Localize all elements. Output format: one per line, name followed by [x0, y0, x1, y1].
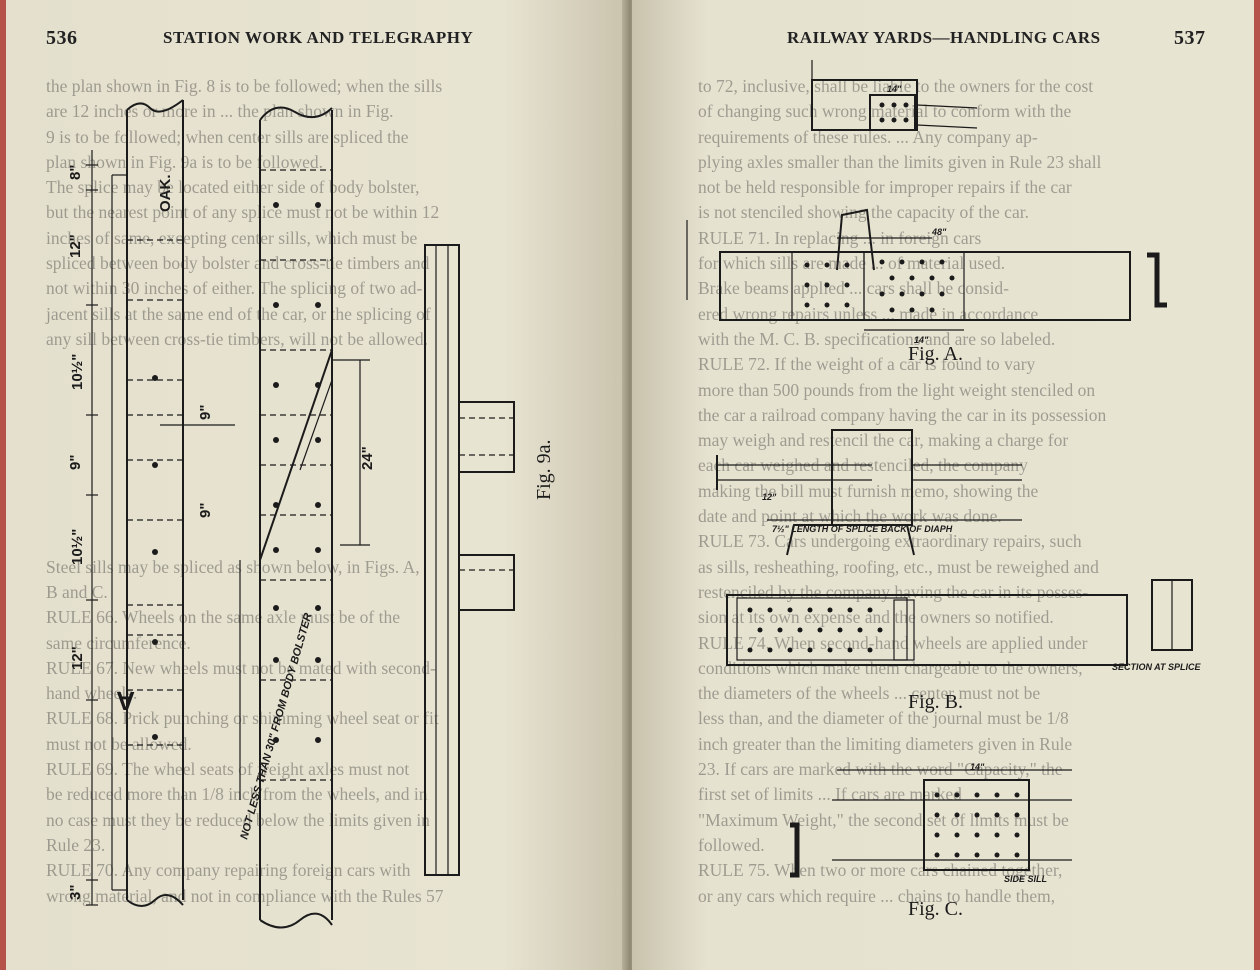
bleed-line: ered wrong repairs unless ... made in ac… — [698, 303, 1039, 324]
bleed-line: conditions which make them chargeable to… — [698, 657, 1083, 678]
bleed-line: RULE 70. Any company repairing foreign c… — [46, 860, 411, 881]
fig-a-caption: Fig. A. — [908, 343, 963, 365]
figs-abc-drawing: 14" 48" 14" Fig. A. — [686, 60, 1202, 920]
bleed-line: as sills, resheathing, roofing, etc., mu… — [698, 556, 1099, 577]
bleed-line: RULE 75. When two or more cars chained t… — [698, 860, 1063, 881]
bleed-line: is not stenciled showing the capacity of… — [698, 202, 1029, 223]
bleed-line: sion at its own expense and the owners s… — [698, 607, 1054, 628]
bleed-line: RULE 69. The wheel seats of freight axle… — [46, 759, 410, 780]
fig-a-dim-14b: 14" — [914, 335, 929, 345]
timber-b: 24" NOT LESS THAN 30" FROM BODY BOLSTER — [238, 106, 376, 929]
dim-9b: 9" — [197, 405, 214, 420]
bleed-line: RULE 73. Cars undergoing extraordinary r… — [698, 531, 1082, 552]
bleed-line: of changing such wrong material to confo… — [698, 101, 1072, 122]
end-view — [424, 244, 515, 876]
right-page-number: 537 — [1174, 27, 1206, 49]
note-30-inches: NOT LESS THAN 30" FROM BODY BOLSTER — [238, 612, 314, 841]
dim-12b: 12" — [69, 646, 86, 670]
dim-9a: 9" — [67, 455, 84, 470]
fig-b-dim-12: 12" — [762, 492, 777, 502]
bleed-line: jacent sills at the same end of the car,… — [46, 303, 431, 324]
bleed-line: with the M. C. B. specifications and are… — [698, 328, 1056, 349]
bleed-line: wrong material, and not in compliance wi… — [46, 885, 444, 906]
page-edge — [0, 0, 6, 970]
letter-a: A — [116, 686, 135, 716]
bleed-line: the car a railroad company having the ca… — [698, 404, 1107, 425]
fig-b-section-label: SECTION AT SPLICE — [1112, 662, 1202, 672]
oak-label: OAK. — [157, 175, 174, 213]
bleed-line: not be held responsible for improper rep… — [698, 177, 1072, 198]
bleed-line: to 72, inclusive, shall be liable to the… — [698, 76, 1094, 96]
fig-c-dim-14: 14" — [970, 762, 985, 772]
fig-a-dim-48: 48" — [931, 227, 947, 237]
dim-9c: 9" — [197, 503, 214, 518]
bleed-line: RULE 66. Wheels on the same axle must be… — [46, 607, 400, 628]
fig-9a-caption: Fig. 9a. — [533, 439, 555, 500]
right-running-head: RAILWAY YARDS—HANDLING CARS — [787, 28, 1101, 47]
bleed-line: requirements of these rules. ... Any com… — [698, 126, 1038, 147]
bleed-line: more than 500 pounds from the light weig… — [698, 379, 1096, 400]
bleed-line: no case must they be reduced below the l… — [46, 809, 430, 830]
left-running-head: STATION WORK AND TELEGRAPHY — [163, 28, 474, 47]
bleed-line: first set of limits ... If cars are mark… — [698, 784, 962, 805]
bleed-line: inches of same, excepting center sills, … — [46, 227, 418, 248]
dim-12a: 12" — [67, 234, 84, 258]
bleed-line: making the bill must furnish memo, showi… — [698, 480, 1039, 501]
bleed-line: Rule 23. — [46, 834, 106, 855]
right-page: RAILWAY YARDS—HANDLING CARS 537 to 72, i… — [632, 0, 1260, 970]
bleed-line: Steel sills may be spliced as shown belo… — [46, 556, 420, 577]
left-page-number: 536 — [46, 27, 78, 49]
fig-a-dim-14: 14" — [887, 84, 902, 94]
fig-c-drawing: 14" SIDE SILL Fig. C. — [790, 762, 1072, 920]
dim-10b: 10½" — [69, 529, 86, 565]
bleed-line: inch greater than the limiting diameters… — [698, 733, 1073, 754]
bleed-line: may weigh and restencil the car, making … — [698, 430, 1069, 451]
bleed-line: date and point at which the work was don… — [698, 506, 1002, 527]
bleed-line: less than, and the diameter of the journ… — [698, 708, 1069, 729]
bleed-line: but the nearest point of any splice must… — [46, 202, 440, 223]
bleed-line: the plan shown in Fig. 8 is to be follow… — [46, 76, 443, 96]
dim-8: 8" — [67, 165, 84, 180]
bleed-line: spliced between body bolster and cross-t… — [46, 253, 430, 274]
dim-3: 3" — [67, 885, 84, 900]
bleed-line: Brake beams applied ... cars shall be co… — [698, 278, 1010, 299]
bleed-line: RULE 67. New wheels must not be mated wi… — [46, 657, 436, 678]
bleed-line: RULE 74. When second-hand wheels are app… — [698, 632, 1088, 653]
fig-c-side-sill: SIDE SILL — [1004, 874, 1047, 884]
bleed-line: for which sills are made ... of material… — [698, 253, 1006, 274]
dim-10a: 10½" — [69, 354, 86, 390]
fig-9a-drawing: 8" 12" 10½" 9" 10½" 12" 3" OAK. A 9" 9" — [67, 99, 555, 929]
bleed-line: 9 is to be followed; when center sills a… — [46, 126, 409, 147]
bleed-line: The splice may be located either side of… — [46, 177, 420, 198]
bleed-line: 23. If cars are marked with the word "Ca… — [698, 759, 1063, 780]
bleed-line: same circumference. — [46, 632, 191, 653]
bleed-line: restenciled by the company having the ca… — [698, 581, 1089, 602]
fig-b-length-note: 7½" LENGTH OF SPLICE BACK OF DIAPH — [772, 524, 953, 534]
bleed-line: plan shown in Fig. 9a is to be followed. — [46, 151, 324, 172]
fig-c-caption: Fig. C. — [908, 898, 963, 920]
bleed-line: plying axles smaller than the limits giv… — [698, 151, 1102, 172]
bleed-line: not within 30 inches of either. The spli… — [46, 278, 423, 299]
bleed-line: RULE 72. If the weight of a car is found… — [698, 354, 1036, 375]
right-bleed-through-text: to 72, inclusive, shall be liable to the… — [698, 74, 1243, 909]
dim-24: 24" — [359, 446, 376, 470]
timber-a: 8" 12" 10½" 9" 10½" 12" 3" OAK. A 9" 9" — [67, 99, 235, 907]
bleed-line: or any cars which require ... chains to … — [698, 885, 1056, 906]
bleed-line: followed. — [698, 834, 765, 855]
bleed-line: the diameters of the wheels ... center m… — [698, 683, 1041, 704]
bleed-line: RULE 68. Prick punching or shimming whee… — [46, 708, 439, 729]
fig-b-drawing: 12" 7½" LENGTH OF SPLICE BACK OF DIAPH S… — [716, 429, 1202, 713]
page-edge-right — [1254, 0, 1260, 970]
fig-a-drawing: 14" 48" 14" Fig. A. — [686, 60, 1167, 365]
left-page: 536 STATION WORK AND TELEGRAPHY the plan… — [0, 0, 628, 970]
fig-b-caption: Fig. B. — [908, 691, 963, 713]
